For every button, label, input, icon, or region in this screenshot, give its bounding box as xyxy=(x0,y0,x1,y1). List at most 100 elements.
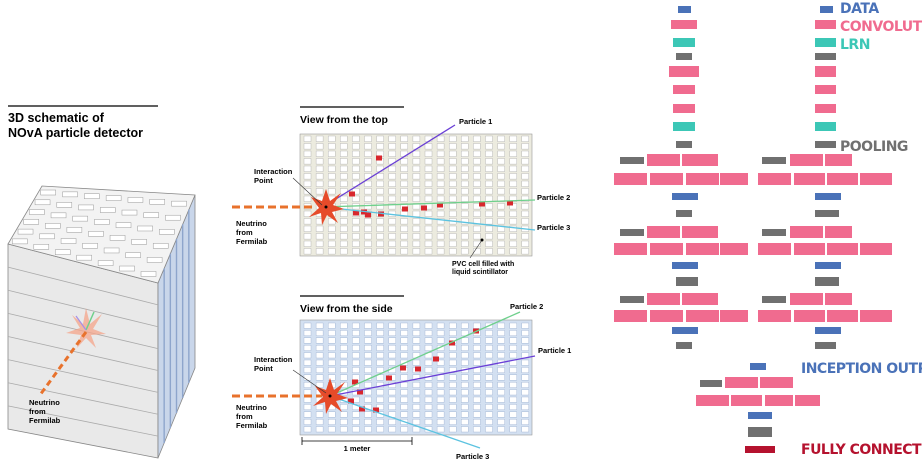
side-cell xyxy=(436,426,445,433)
side-cell xyxy=(449,367,457,373)
top-cell xyxy=(400,165,408,172)
top-hit xyxy=(378,211,384,217)
top-cell xyxy=(364,135,372,142)
data-block xyxy=(748,412,772,419)
side-cell xyxy=(352,359,360,366)
top-cell xyxy=(388,218,396,225)
top-cell xyxy=(412,248,421,255)
top-cell xyxy=(436,240,445,247)
top-cell xyxy=(424,165,433,172)
top-face-cell xyxy=(66,227,83,233)
side-cell xyxy=(376,322,384,329)
top-particle2-track xyxy=(322,199,536,208)
top-cell xyxy=(376,233,384,240)
side-cell xyxy=(412,322,421,329)
top-cell xyxy=(400,180,408,187)
side-cell xyxy=(352,367,360,373)
side-cell xyxy=(303,404,312,410)
pvc-pointer-dot xyxy=(480,238,484,242)
side-cell xyxy=(461,411,469,418)
top-cell xyxy=(364,233,372,240)
top-cell xyxy=(376,225,384,232)
side-cell xyxy=(436,396,445,403)
top-neutrino-label-1: Neutrino xyxy=(236,219,267,228)
top-cell xyxy=(364,248,372,255)
top-cell xyxy=(521,173,529,180)
top-cell xyxy=(449,240,457,247)
top-cell xyxy=(364,180,372,187)
side-cell xyxy=(509,389,517,396)
top-cell xyxy=(521,218,529,225)
top-cell xyxy=(485,210,493,217)
top-hit xyxy=(353,210,359,216)
side-cell xyxy=(328,374,336,381)
top-cell xyxy=(412,173,421,180)
top-hit xyxy=(402,206,408,212)
side-cell xyxy=(473,419,481,425)
side-cell xyxy=(303,337,312,344)
convolution-block xyxy=(686,243,719,255)
pooling-block xyxy=(620,157,644,164)
side-cell xyxy=(521,359,529,366)
top-cell xyxy=(315,165,324,172)
side-cell xyxy=(340,337,348,344)
side-cell xyxy=(388,389,396,396)
top-cell xyxy=(497,173,505,180)
top-cell xyxy=(461,135,469,142)
side-cell xyxy=(497,330,505,336)
top-cell xyxy=(376,188,384,195)
top-cell xyxy=(352,218,360,225)
top-face-cell xyxy=(121,209,138,216)
top-face-cell xyxy=(127,197,144,203)
top-cell xyxy=(315,188,324,195)
top-hit xyxy=(479,201,485,207)
top-cell xyxy=(412,188,421,195)
event-burst-3d xyxy=(66,308,106,348)
top-cell xyxy=(340,135,348,142)
top-particle3-track xyxy=(322,206,536,231)
side-cell xyxy=(303,411,312,418)
side-cell xyxy=(412,382,421,388)
pooling-block xyxy=(762,157,786,164)
top-cell xyxy=(303,233,312,240)
side-cell xyxy=(364,322,372,329)
legend-lrn-label: LRN xyxy=(840,37,870,53)
convolution-block xyxy=(795,395,820,406)
side-cell xyxy=(340,345,348,351)
cnn-blocks xyxy=(614,6,892,453)
side-cell xyxy=(424,359,433,366)
data-block xyxy=(815,262,841,269)
top-cell xyxy=(412,218,421,225)
top-cell xyxy=(461,248,469,255)
side-cell xyxy=(400,404,408,410)
side-cell xyxy=(340,404,348,410)
side-cell xyxy=(436,337,445,344)
side-cell xyxy=(521,322,529,329)
top-cell xyxy=(509,150,517,157)
top-cell xyxy=(364,188,372,195)
side-cell xyxy=(473,404,481,410)
top-face-cell xyxy=(54,249,71,255)
top-cell xyxy=(364,240,372,247)
side-cell xyxy=(364,330,372,336)
top-cell xyxy=(497,158,505,165)
top-cell xyxy=(497,188,505,195)
convolution-block xyxy=(794,243,825,255)
front-face-line xyxy=(7,336,159,371)
top-face-cell xyxy=(140,271,157,277)
convolution-block xyxy=(614,173,647,185)
legend-fully-connected-label: FULLY CONNECTED xyxy=(801,442,922,458)
side-cell xyxy=(485,337,493,344)
pooling-block xyxy=(700,380,722,387)
top-cell xyxy=(509,135,517,142)
top-cell xyxy=(449,233,457,240)
top-cell xyxy=(521,143,529,150)
top-cell xyxy=(352,143,360,150)
lrn-block xyxy=(815,38,836,47)
top-cell xyxy=(497,233,505,240)
side-cell xyxy=(364,396,372,403)
side-cell xyxy=(315,404,324,410)
top-cell xyxy=(485,218,493,225)
convolution-block xyxy=(647,226,680,238)
top-cell xyxy=(449,158,457,165)
